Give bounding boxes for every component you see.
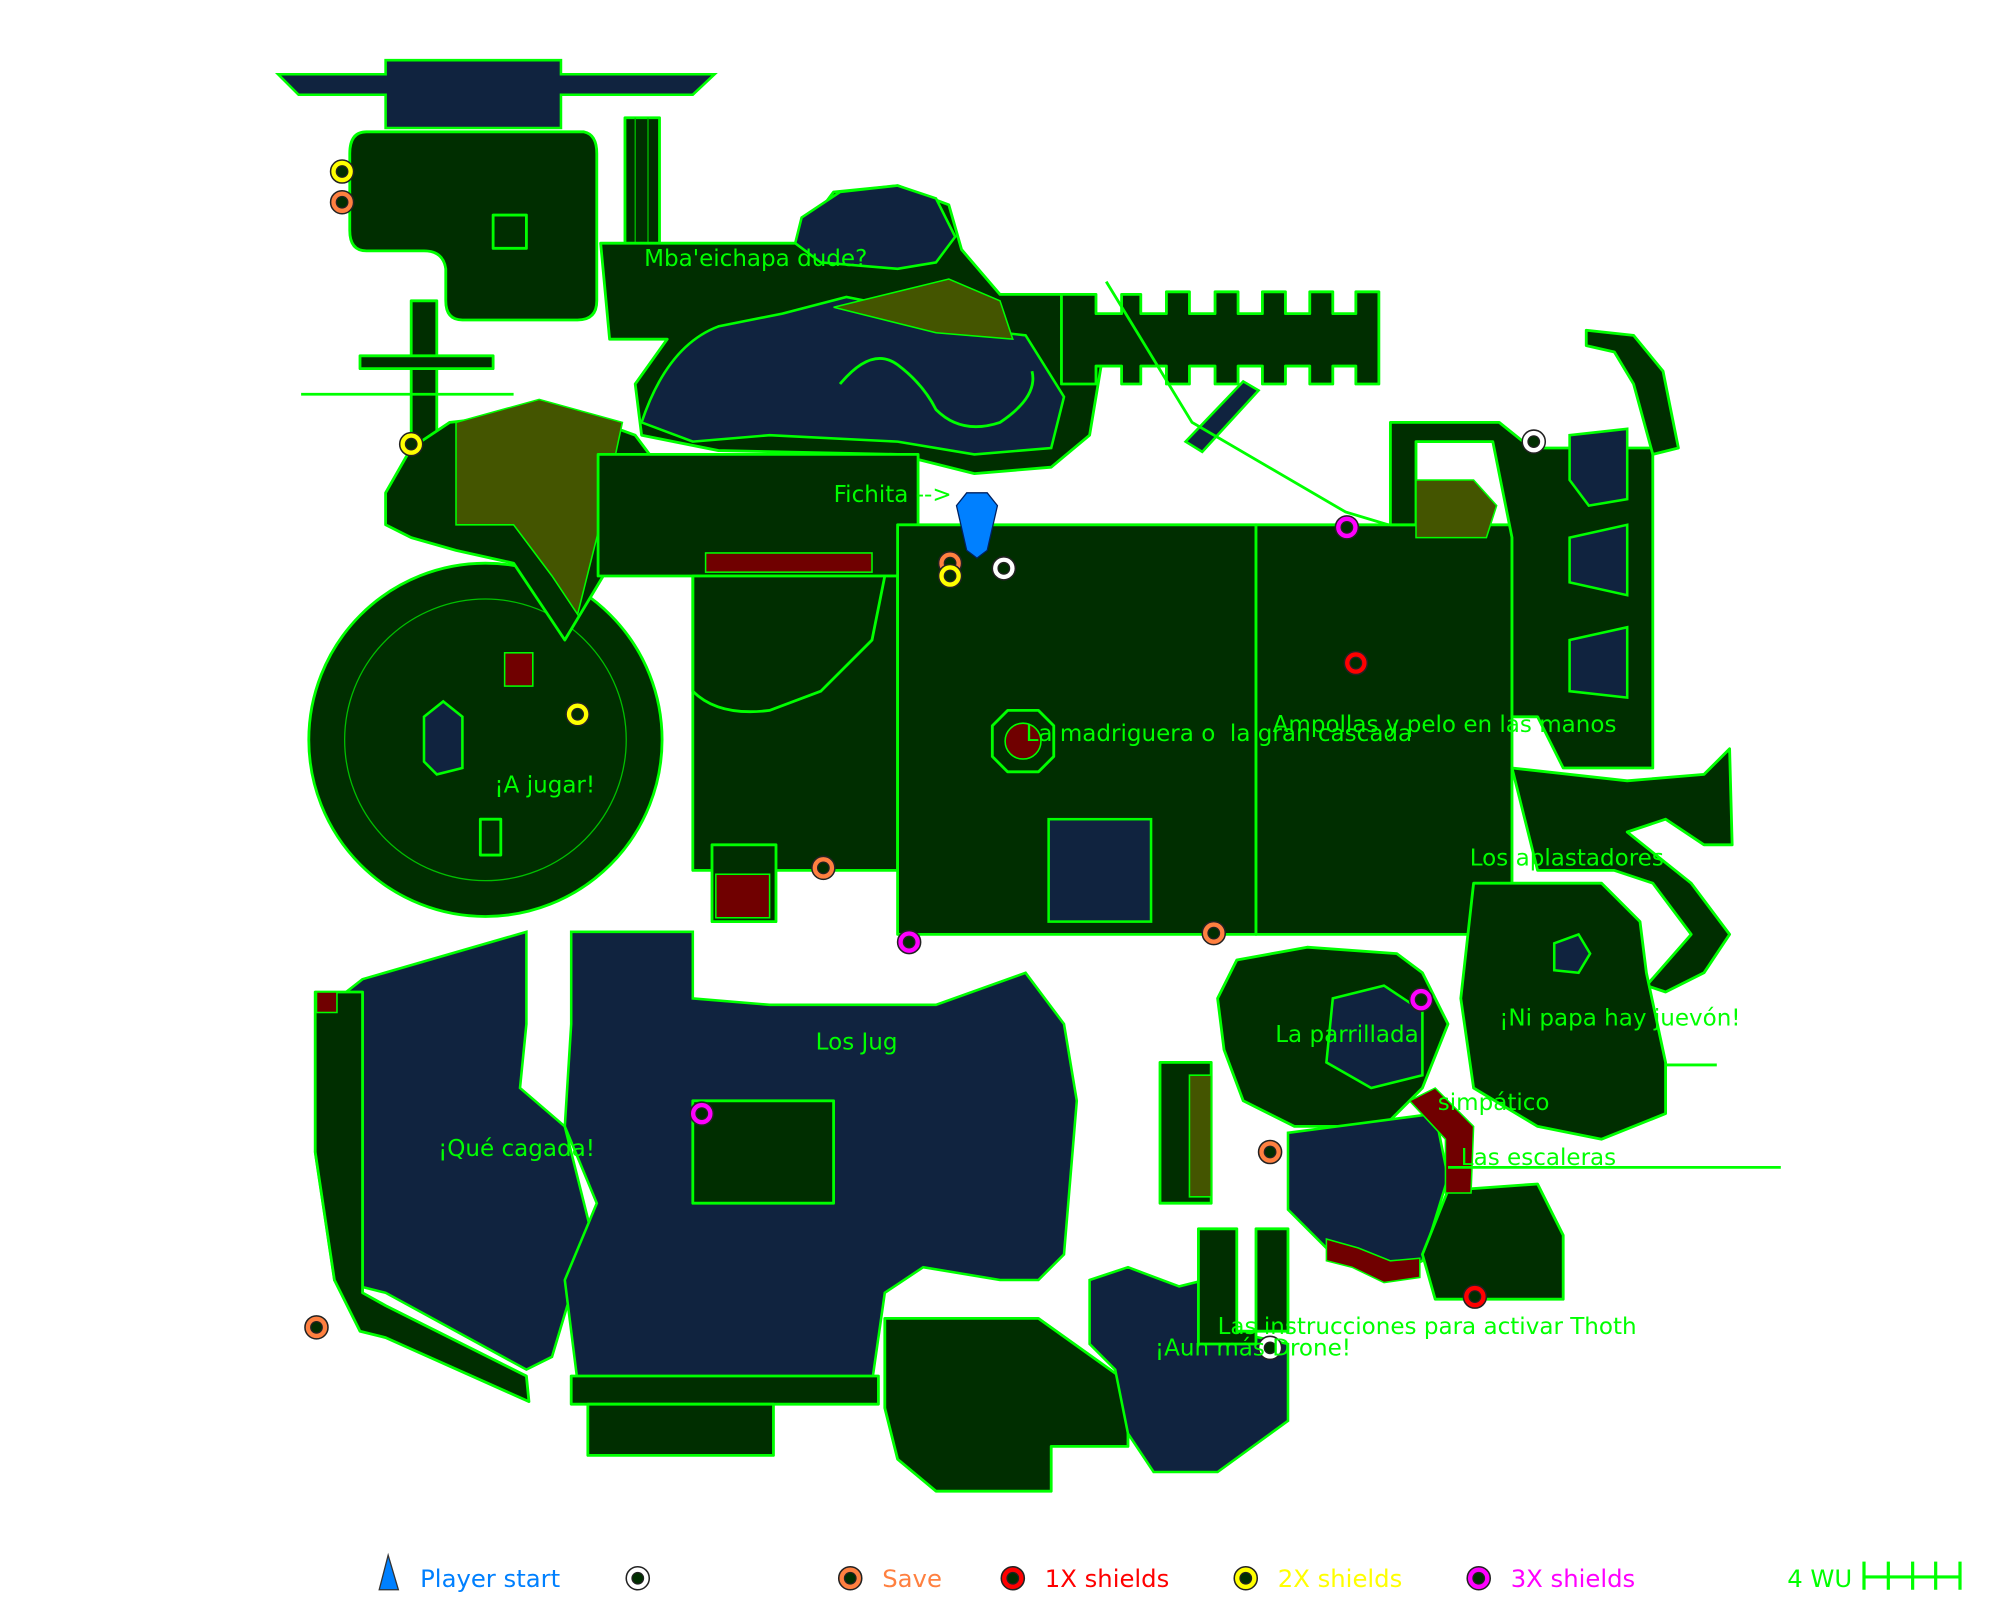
shield-1x-icon bbox=[1343, 650, 1369, 676]
legend-player-start: Player start bbox=[420, 1564, 560, 1593]
lava-strip bbox=[704, 552, 873, 573]
map-labels: Mba'eichapa dude? Fichita --> La madrigu… bbox=[438, 246, 1740, 1361]
south-wing bbox=[586, 1402, 775, 1457]
south-hall bbox=[569, 1374, 880, 1406]
parrillada-pool bbox=[1325, 984, 1424, 1090]
drone-lake bbox=[1088, 1265, 1290, 1474]
shield-2x-icon bbox=[1233, 1565, 1259, 1591]
legend-scale-label: 4 WU bbox=[1787, 1564, 1852, 1593]
item-marker-icon bbox=[1521, 429, 1547, 454]
legend-3x-shields: 3X shields bbox=[1511, 1564, 1636, 1593]
lava-sw bbox=[315, 991, 338, 1014]
arena-block bbox=[478, 817, 503, 857]
legend-1x-shields: 1X shields bbox=[1045, 1564, 1170, 1593]
item-marker-icon bbox=[1257, 1335, 1283, 1361]
northeast-arm bbox=[1584, 328, 1680, 456]
shield-2x-icon bbox=[937, 563, 963, 589]
map-geometry bbox=[274, 58, 1781, 1493]
legend-save: Save bbox=[882, 1564, 942, 1593]
shield-2x-icon bbox=[565, 701, 590, 727]
label-fichita: Fichita --> bbox=[834, 482, 952, 508]
label-aun-mas-drone: ¡Aun más Drone! bbox=[1155, 1336, 1351, 1362]
sewage-north bbox=[833, 278, 1014, 341]
east-pool-2 bbox=[1568, 523, 1629, 597]
diagonal-pool bbox=[1183, 379, 1261, 454]
label-ni-papa: ¡Ni papa hay juevón! bbox=[1499, 1005, 1740, 1031]
label-parrillada: La parrillada bbox=[1275, 1022, 1419, 1048]
shield-3x-icon bbox=[1466, 1565, 1492, 1591]
save-point-icon bbox=[1201, 920, 1227, 946]
pillar bbox=[491, 213, 528, 250]
arena-pool bbox=[422, 699, 464, 776]
south-central-block bbox=[691, 574, 900, 872]
battlement-corridor bbox=[1060, 290, 1381, 386]
southwest-frame bbox=[313, 990, 531, 1404]
ni-papa-pool bbox=[1552, 932, 1592, 975]
item-marker-icon bbox=[625, 1565, 651, 1591]
shield-3x-icon bbox=[689, 1101, 715, 1126]
label-madriguera: La madriguera o la gran cascada bbox=[1026, 721, 1413, 747]
player-start-legend-icon bbox=[378, 1552, 400, 1591]
save-point-icon bbox=[811, 855, 836, 881]
shield-3x-icon bbox=[1334, 515, 1360, 540]
shield-3x-icon bbox=[1408, 987, 1434, 1012]
east-pool-1 bbox=[1568, 427, 1629, 507]
east-pool-3 bbox=[1568, 625, 1629, 700]
shield-1x-icon bbox=[1000, 1565, 1026, 1591]
item-marker-icon bbox=[991, 556, 1017, 581]
legend-2x-shields: 2X shields bbox=[1278, 1564, 1403, 1593]
los-jug-block bbox=[691, 1099, 836, 1205]
label-mbaeichapa: Mba'eichapa dude? bbox=[644, 246, 867, 272]
sewage-west bbox=[455, 398, 624, 617]
lava-south bbox=[715, 873, 771, 919]
lava-stairs-2 bbox=[1325, 1238, 1421, 1284]
room-northwest bbox=[348, 130, 599, 322]
ni-papa-cave bbox=[1459, 881, 1668, 1141]
madriguera-core bbox=[1004, 722, 1042, 760]
north-lake bbox=[639, 295, 1066, 456]
southern-loop bbox=[883, 1316, 1130, 1493]
legend-markers bbox=[625, 1565, 1492, 1591]
label-escaleras: Las escaleras bbox=[1461, 1145, 1616, 1171]
label-instrucciones: Las instrucciones para activar Thoth bbox=[1218, 1314, 1637, 1340]
save-point-icon bbox=[837, 1565, 863, 1591]
label-que-cagada: ¡Qué cagada! bbox=[438, 1136, 595, 1162]
sewage-south bbox=[1188, 1074, 1212, 1198]
save-point-icon bbox=[329, 189, 355, 215]
item-markers bbox=[304, 159, 1547, 1361]
label-los-jug: Los Jug bbox=[816, 1030, 898, 1056]
sewage-east bbox=[1415, 479, 1498, 539]
scale-bar bbox=[1862, 1561, 1962, 1590]
label-aplastadores: Los aplastadores bbox=[1470, 845, 1664, 871]
bridge-vertical bbox=[409, 299, 439, 444]
shield-2x-icon bbox=[398, 431, 424, 457]
legend: Player start Save 1X shields 2X shields … bbox=[378, 1552, 1962, 1593]
player-start-icon bbox=[955, 492, 999, 559]
label-simpatico: simpático bbox=[1438, 1090, 1550, 1116]
north-pond bbox=[793, 184, 957, 271]
arena bbox=[307, 561, 664, 918]
east-region bbox=[1254, 523, 1514, 936]
save-point-icon bbox=[1257, 1139, 1283, 1165]
save-point-icon bbox=[304, 1315, 329, 1340]
drone-tower bbox=[1196, 1227, 1290, 1346]
hub-pool bbox=[1047, 817, 1153, 923]
label-ampollas: Ampollas y pelo en las manos bbox=[1273, 712, 1617, 738]
bridge-horizontal bbox=[358, 354, 495, 371]
shield-2x-icon bbox=[329, 159, 355, 184]
east-ring bbox=[1510, 747, 1734, 994]
label-a-jugar: ¡A jugar! bbox=[494, 772, 595, 798]
escaleras-room bbox=[1420, 1182, 1565, 1301]
shield-1x-icon bbox=[1462, 1284, 1488, 1309]
column-top bbox=[623, 116, 661, 248]
shield-3x-icon bbox=[896, 929, 922, 955]
top-left-pool bbox=[274, 58, 718, 130]
lava-arena bbox=[503, 652, 534, 687]
